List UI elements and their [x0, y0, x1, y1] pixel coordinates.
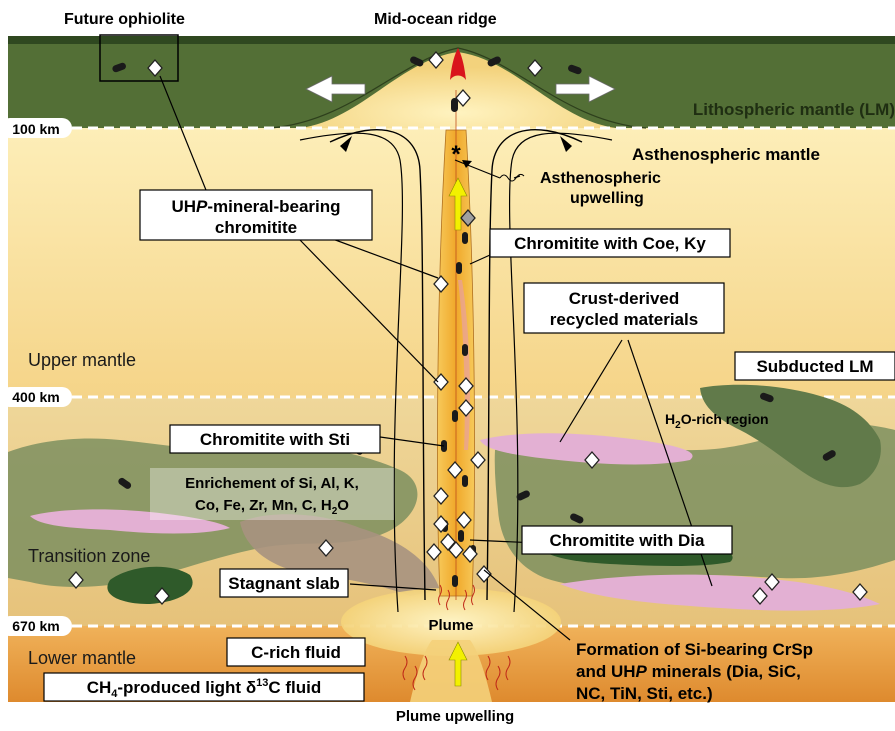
label-asthenospheric-upwelling-1: Asthenospheric: [540, 170, 661, 187]
label-enrichment-line1: Enrichement of Si, Al, K,: [185, 475, 359, 492]
oceanic-crust: [8, 36, 895, 44]
label-chromitite-dia: Chromitite with Dia: [550, 531, 705, 550]
label-subducted-lm: Subducted LM: [756, 357, 873, 376]
label-plume: Plume: [428, 617, 473, 634]
label-c-rich-fluid: C-rich fluid: [251, 643, 341, 662]
label-depth-400: 400 km: [12, 389, 59, 405]
label-asthenospheric-upwelling-2: upwelling: [570, 190, 644, 207]
label-ch4-fluid: CH4-produced light δ13C fluid: [87, 677, 322, 700]
label-transition-zone: Transition zone: [28, 546, 150, 566]
label-stagnant-slab: Stagnant slab: [228, 574, 339, 593]
label-chromitite-coe-ky: Chromitite with Coe, Ky: [514, 234, 706, 253]
asterisk-mark: *: [451, 141, 461, 168]
label-plume-upwelling: Plume upwelling: [396, 708, 514, 725]
label-uhp-chromitite-line2: chromitite: [215, 218, 297, 237]
label-mid-ocean-ridge: Mid-ocean ridge: [374, 11, 497, 28]
label-depth-670: 670 km: [12, 618, 59, 634]
label-future-ophiolite: Future ophiolite: [64, 11, 185, 28]
label-lower-mantle: Lower mantle: [28, 648, 136, 668]
label-formation-line1: Formation of Si-bearing CrSp: [576, 640, 813, 659]
label-uhp-chromitite-line1: UHP-mineral-bearing: [171, 197, 340, 216]
label-chromitite-sti: Chromitite with Sti: [200, 430, 350, 449]
label-crust-derived-line1: Crust-derived: [569, 289, 680, 308]
label-formation-line3: NC, TiN, Sti, etc.): [576, 684, 713, 703]
label-formation-line2: and UHP minerals (Dia, SiC,: [576, 662, 801, 681]
label-crust-derived-line2: recycled materials: [550, 310, 698, 329]
label-depth-100: 100 km: [12, 121, 59, 137]
label-lithospheric-mantle: Lithospheric mantle (LM): [693, 100, 895, 119]
label-asthenospheric-mantle: Asthenospheric mantle: [632, 145, 820, 164]
label-upper-mantle: Upper mantle: [28, 350, 136, 370]
